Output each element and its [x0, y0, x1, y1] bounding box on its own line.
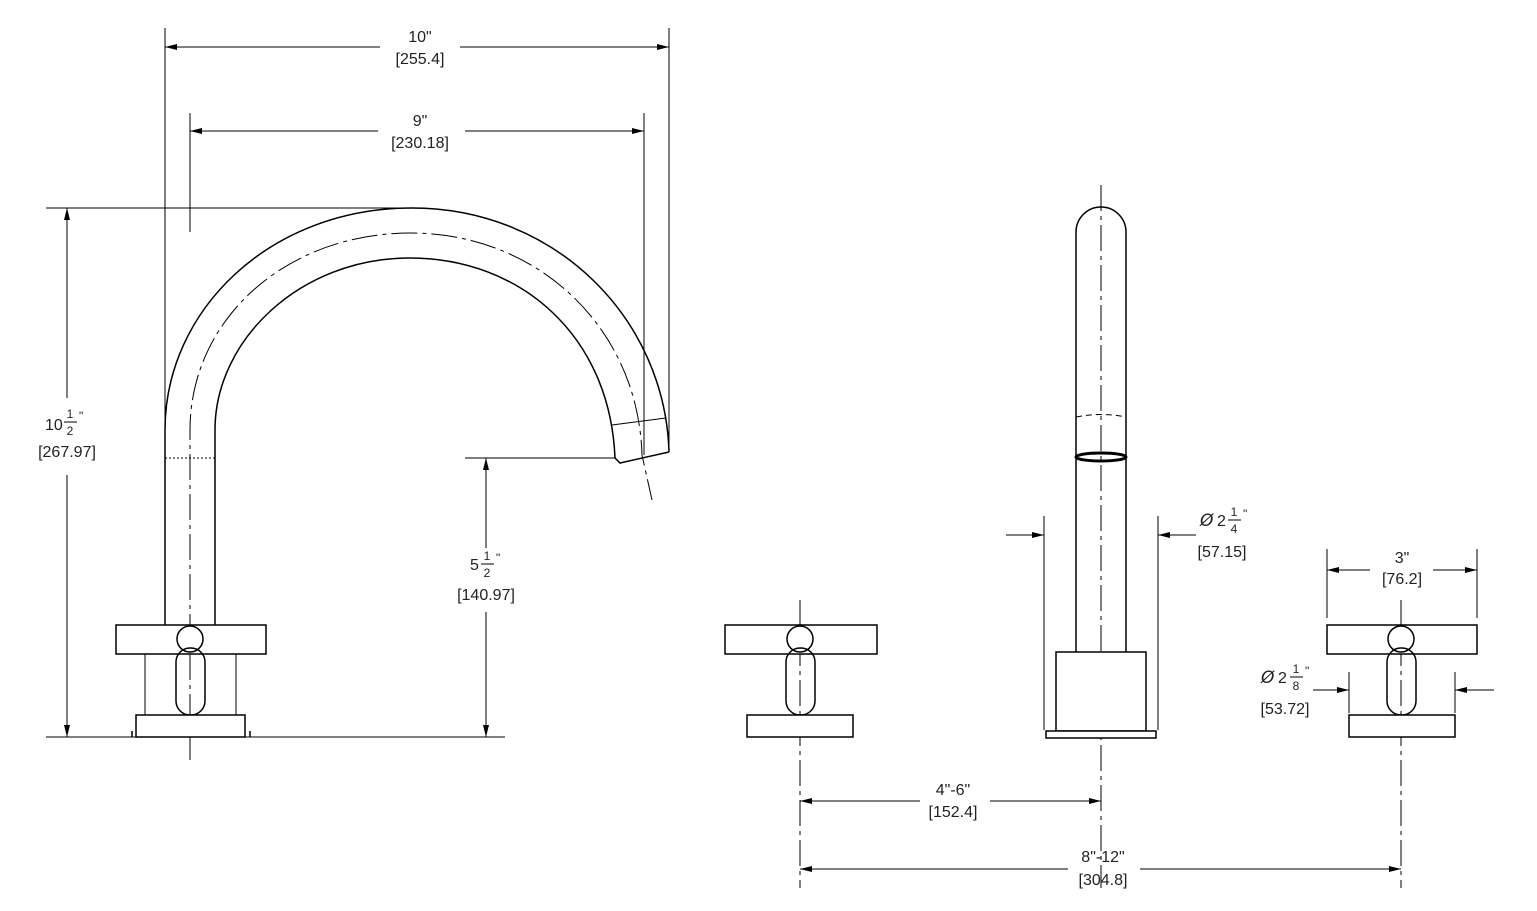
dim-handle-base-diameter-num: 1: [1293, 662, 1300, 676]
svg-text:": ": [496, 551, 500, 565]
dim-spout-reach: 9" [230.18]: [189, 113, 645, 455]
spout-outer-arc: [164, 207, 670, 458]
dim-overall-width-imperial: 10": [408, 29, 431, 46]
front-left-handle: [724, 600, 878, 888]
dim-spread-max-imperial: 8"-12": [1081, 849, 1124, 866]
aerator-ring: [1074, 451, 1128, 463]
front-spout: [1045, 185, 1157, 888]
svg-text:": ": [1305, 664, 1309, 678]
dim-spout-height-den: 2: [484, 566, 491, 580]
dim-overall-height-den: 2: [67, 424, 74, 438]
dim-spout-reach-metric: [230.18]: [391, 135, 449, 152]
dim-spout-base-diameter-den: 4: [1231, 522, 1238, 536]
spout-centerline-arc: [189, 232, 653, 760]
dim-handle-base-diameter-metric: [53.72]: [1261, 701, 1310, 718]
dim-spout-base-diameter-symbol: Ø: [1199, 511, 1214, 531]
dim-overall-height-whole: 10: [45, 417, 63, 434]
dim-spread-max-metric: [304.8]: [1079, 872, 1128, 889]
dim-spout-height-whole: 5: [470, 557, 479, 574]
dim-overall-width: 10" [255.4]: [164, 28, 670, 458]
dim-spread-max: 8"-12" [304.8]: [800, 849, 1401, 889]
dim-spout-base-diameter-num: 1: [1231, 505, 1238, 519]
dim-overall-height-metric: [267.97]: [38, 444, 96, 461]
dim-spread-min: 4"-6" [152.4]: [800, 782, 1101, 821]
dim-spout-base-diameter-whole: 2: [1217, 513, 1226, 530]
dim-overall-height: 10 1 2 " [267.97]: [38, 207, 505, 738]
dim-overall-height-num: 1: [67, 407, 74, 421]
spout-tip: [614, 451, 670, 464]
front-right-handle: [1326, 600, 1478, 888]
dim-spout-reach-imperial: 9": [413, 113, 428, 130]
dim-handle-base-diameter-symbol: Ø: [1260, 668, 1275, 688]
side-base: [135, 714, 246, 738]
dim-spread-min-imperial: 4"-6": [936, 782, 970, 799]
dim-spread-min-metric: [152.4]: [929, 804, 978, 821]
dim-spout-height: 5 1 2 " [140.97]: [457, 457, 615, 737]
dim-spout-base-diameter: Ø 2 1 4 " [57.15]: [1006, 505, 1247, 730]
side-handle-bar: [115, 624, 267, 655]
side-handle-hub: [176, 625, 204, 653]
dim-spout-height-num: 1: [484, 549, 491, 563]
side-view: [115, 207, 670, 760]
dim-handle-base-diameter-whole: 2: [1278, 670, 1287, 687]
svg-text:": ": [1243, 507, 1247, 521]
dim-overall-width-metric: [255.4]: [396, 51, 445, 68]
dim-handle-base-diameter-den: 8: [1293, 679, 1300, 693]
dim-handle-width-metric: [76.2]: [1382, 571, 1422, 588]
svg-text:": ": [79, 409, 83, 423]
dim-handle-width-imperial: 3": [1395, 550, 1410, 567]
dim-spout-base-diameter-metric: [57.15]: [1198, 544, 1247, 561]
spout-inner-arc: [214, 257, 616, 459]
dim-handle-width: 3" [76.2]: [1326, 549, 1478, 618]
dim-handle-base-diameter: Ø 2 1 8 " [53.72]: [1260, 662, 1494, 718]
dim-spout-height-metric: [140.97]: [457, 587, 515, 604]
